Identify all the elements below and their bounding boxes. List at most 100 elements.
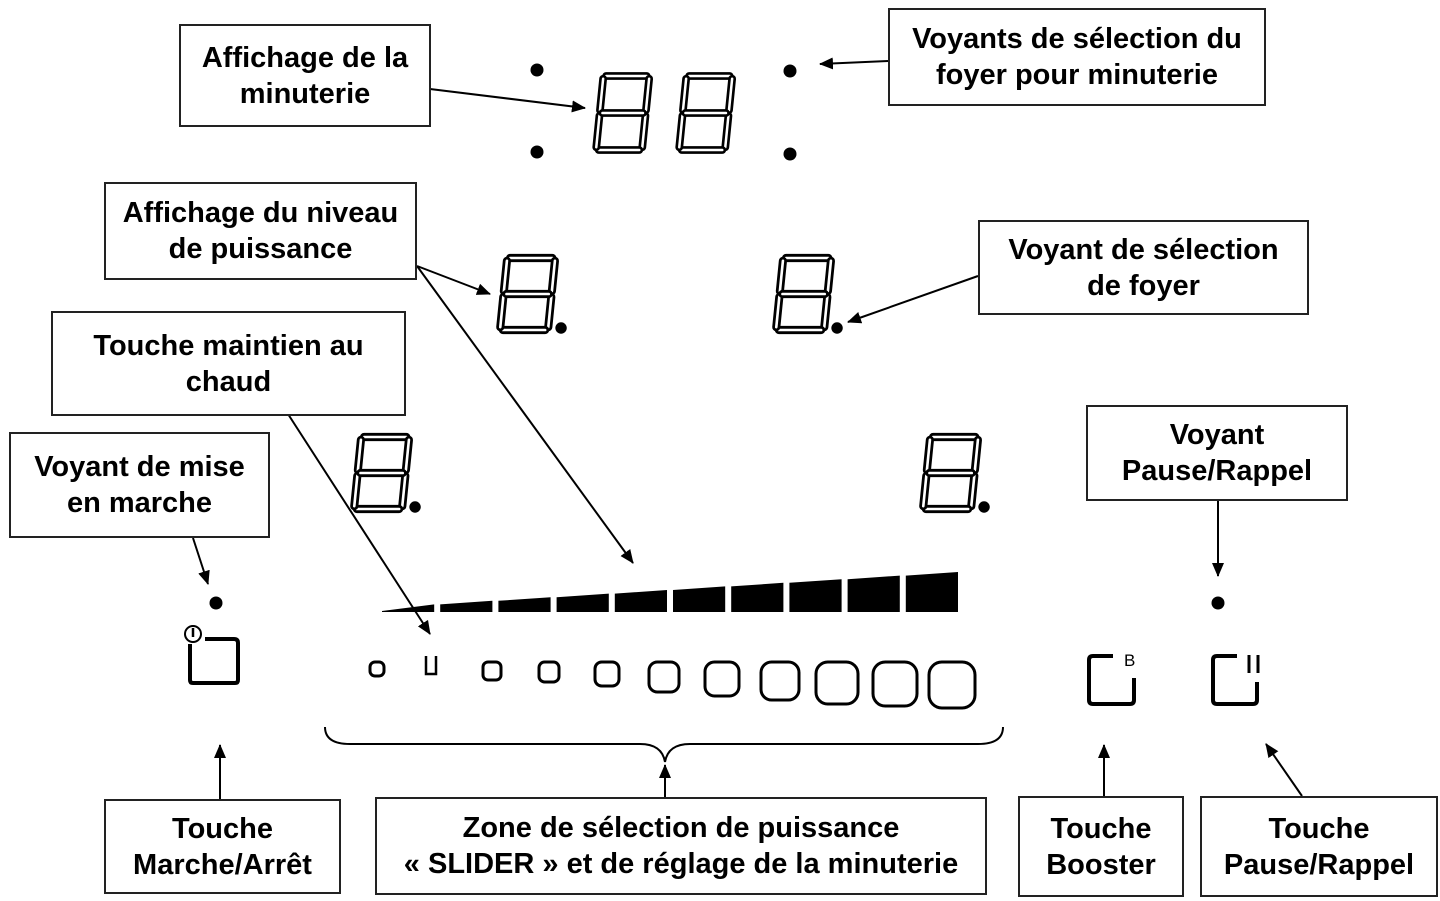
digit-segment-hollow bbox=[921, 474, 928, 508]
seven-segment-digit bbox=[919, 432, 990, 514]
digit-segment-hollow bbox=[356, 438, 363, 472]
label-line: en marche bbox=[66, 487, 213, 519]
keep-warm-icon bbox=[424, 656, 438, 676]
keep-warm-key[interactable] bbox=[424, 656, 438, 676]
booster-key[interactable]: B bbox=[1087, 651, 1136, 706]
power-level-bar bbox=[382, 604, 435, 612]
digit-segment-hollow bbox=[598, 77, 605, 112]
label-line: Booster bbox=[1046, 848, 1156, 881]
power-level-bar bbox=[905, 572, 958, 612]
slider-level-key[interactable] bbox=[927, 660, 977, 710]
arrow-timer-zone-indicators bbox=[819, 57, 889, 70]
label-line: Voyant bbox=[1169, 419, 1265, 451]
slider-power-bar-graph bbox=[382, 572, 958, 612]
timer-zone-indicator-dots bbox=[530, 63, 797, 161]
slider-level-key[interactable] bbox=[368, 660, 386, 678]
digit-segment-hollow bbox=[925, 438, 932, 472]
label-power-level-display: Affichage du niveau de puissance bbox=[104, 182, 417, 280]
pause-recall-key[interactable] bbox=[1211, 654, 1260, 706]
slider-level-key[interactable] bbox=[647, 660, 681, 694]
power-level-bar bbox=[556, 593, 609, 612]
label-line: foyer pour minuterie bbox=[936, 59, 1218, 91]
indicator-dot bbox=[530, 63, 544, 77]
digit-segment-hollow bbox=[724, 114, 730, 149]
booster-symbol: B bbox=[1124, 651, 1135, 670]
slider-level-key[interactable] bbox=[759, 660, 801, 702]
label-line: Voyants de sélection du bbox=[912, 23, 1242, 55]
arrow-keep-warm-key bbox=[287, 413, 431, 635]
label-zone-selection-indicator: Voyant de sélection de foyer bbox=[978, 220, 1309, 315]
pause-icon bbox=[1247, 655, 1260, 673]
label-line: Pause/Rappel bbox=[1121, 455, 1313, 487]
digit-segment-hollow bbox=[778, 259, 785, 293]
label-booster-key: Touche Booster bbox=[1018, 796, 1184, 897]
label-line: Voyant de mise bbox=[34, 451, 245, 483]
label-line: chaud bbox=[185, 365, 272, 398]
label-keep-warm-key: Touche maintien au chaud bbox=[51, 311, 406, 416]
label-line: Marche/Arrêt bbox=[133, 848, 312, 881]
label-line: minuterie bbox=[239, 77, 371, 110]
seven-segment-digit bbox=[675, 72, 737, 154]
digit-segment-hollow bbox=[550, 259, 557, 293]
seven-segment-digit bbox=[772, 253, 843, 335]
label-pause-recall-key: Touche Pause/Rappel bbox=[1200, 796, 1438, 897]
label-line: Affichage de la bbox=[201, 41, 409, 74]
digit-segment-hollow bbox=[502, 259, 509, 293]
power-level-bar bbox=[440, 600, 493, 612]
digit-segment-hollow bbox=[727, 77, 734, 112]
label-line: Voyant de sélection bbox=[1008, 233, 1279, 266]
leader-arrows bbox=[192, 57, 1303, 800]
label-line: Touche bbox=[1268, 812, 1370, 845]
timer-display bbox=[592, 72, 737, 154]
digit-segment-hollow bbox=[969, 474, 976, 508]
digit-segment-hollow bbox=[644, 77, 651, 112]
arrow-pause-key bbox=[1265, 743, 1303, 797]
label-pause-recall-indicator: Voyant Pause/Rappel bbox=[1086, 405, 1348, 501]
slider-level-key[interactable] bbox=[814, 660, 860, 706]
power-level-bar bbox=[673, 586, 726, 612]
digit-segment-hollow bbox=[404, 438, 411, 472]
seven-segment-digit bbox=[496, 253, 567, 335]
label-power-on-indicator: Voyant de mise en marche bbox=[9, 432, 270, 538]
digit-segment-hollow bbox=[678, 114, 684, 149]
power-icon bbox=[184, 625, 202, 643]
digit-segment-hollow bbox=[595, 114, 601, 149]
digit-segment-hollow bbox=[400, 474, 407, 508]
label-line: Zone de sélection de puissance bbox=[462, 812, 900, 844]
slider-brace bbox=[324, 726, 1004, 763]
slider-level-key[interactable] bbox=[871, 660, 919, 708]
label-slider-zone: Zone de sélection de puissance « SLIDER … bbox=[375, 797, 987, 895]
label-timer-display: Affichage de la minuterie bbox=[179, 24, 431, 127]
label-timer-zone-indicators: Voyants de sélection du foyer pour minut… bbox=[888, 8, 1266, 106]
digit-segment-hollow bbox=[826, 259, 833, 293]
arrow-zone-indicator bbox=[847, 275, 979, 324]
slider-level-key[interactable] bbox=[593, 660, 621, 688]
on-off-key[interactable] bbox=[184, 625, 240, 685]
slider-level-key[interactable] bbox=[703, 660, 741, 698]
arrow-power-digit bbox=[416, 265, 491, 295]
power-level-displays bbox=[350, 253, 990, 514]
label-line: Affichage du niveau bbox=[122, 197, 399, 229]
seven-segment-digit bbox=[592, 72, 654, 154]
arrow-power-bars bbox=[416, 265, 634, 564]
decimal-point-indicator bbox=[831, 322, 843, 334]
slider-level-key[interactable] bbox=[481, 660, 503, 682]
label-line: Touche maintien au bbox=[93, 329, 364, 362]
digit-segment-hollow bbox=[774, 295, 781, 329]
indicator-dot bbox=[783, 64, 797, 78]
label-line: de puissance bbox=[168, 233, 353, 265]
slider-level-key[interactable] bbox=[537, 660, 561, 684]
power-level-bar bbox=[789, 579, 842, 612]
arrow-power-on-indicator bbox=[192, 537, 210, 585]
pause-recall-indicator-led bbox=[1211, 596, 1225, 610]
digit-segment-hollow bbox=[546, 295, 553, 329]
power-level-bar bbox=[614, 590, 667, 612]
digit-segment-hollow bbox=[973, 438, 980, 472]
digit-segment-hollow bbox=[822, 295, 829, 329]
power-level-bar bbox=[847, 575, 900, 612]
slider-zone[interactable] bbox=[368, 656, 977, 710]
digit-segment-hollow bbox=[352, 474, 359, 508]
digit-segment-hollow bbox=[681, 77, 688, 112]
power-level-bar bbox=[731, 582, 784, 612]
